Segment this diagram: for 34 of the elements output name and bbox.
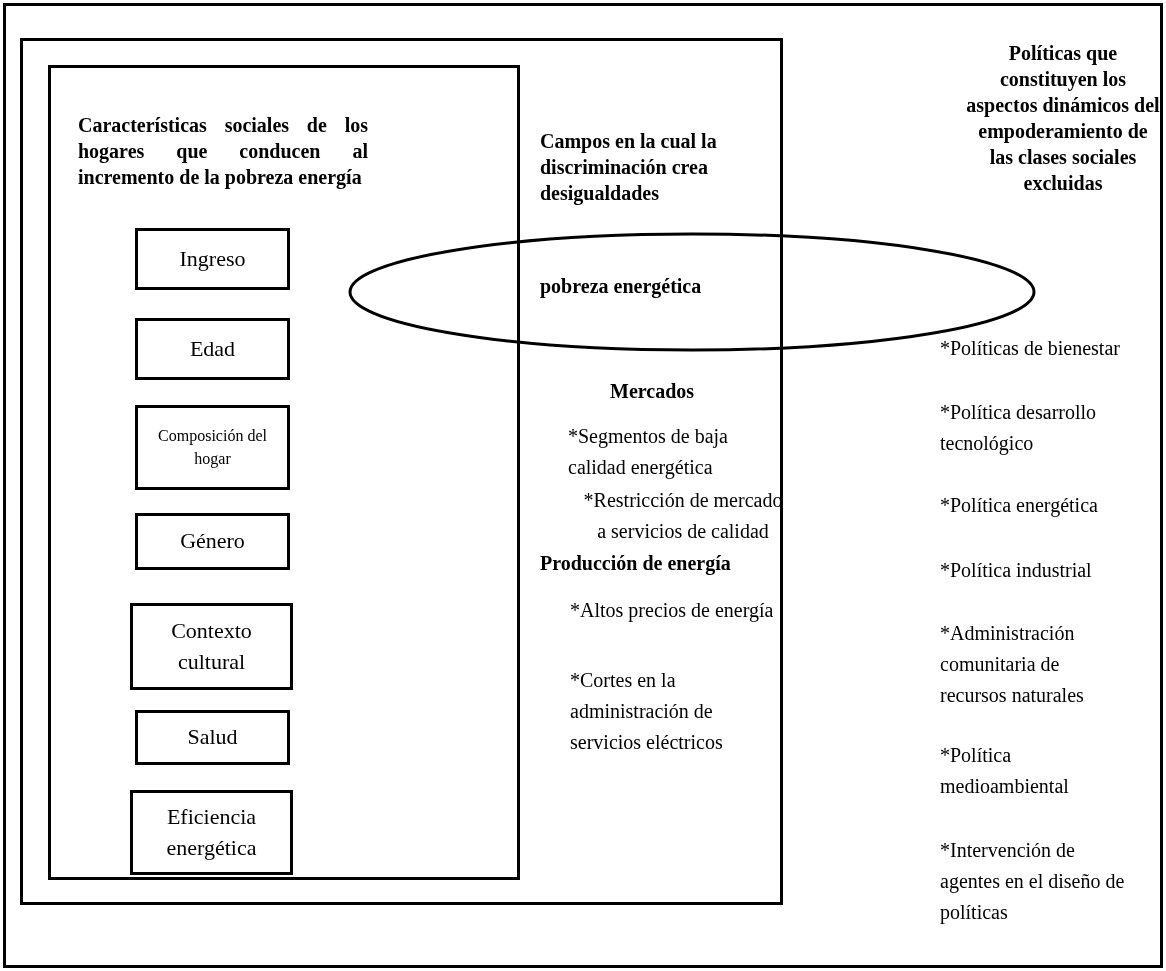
list-item: *Restricción de mercado a servicios de calidad: [582, 488, 784, 544]
heading: Campos en la cual la discriminación crea desigualdades: [540, 129, 718, 206]
list-item: *Política medioambiental: [940, 743, 1070, 799]
frame-box: [20, 38, 783, 905]
list-item: *Altos precios de energía: [570, 598, 775, 624]
list-item: *Administración comunitaria de recursos naturales: [940, 621, 1085, 708]
list-item: *Segmentos de baja calidad energética: [568, 424, 729, 481]
heading: Características sociales de los hogares que conducen al incremento de la pobreza energía: [78, 113, 368, 190]
list-item: *Intervención de agentes en el diseño de políticas: [940, 838, 1126, 926]
list-item: *Política industrial: [940, 558, 1093, 583]
frame-box: [3, 3, 1163, 968]
box-label: Eficiencia energética: [165, 802, 258, 862]
factor-box: [135, 228, 290, 290]
box-label: Salud: [187, 723, 238, 752]
list-item: *Cortes en la administración de servicios eléctricos: [570, 668, 724, 755]
factor-box: [135, 405, 290, 490]
heading: Producción de energía: [540, 551, 732, 576]
heading: Políticas que constituyen los aspectos dinámicos del empoderamiento de las clases sociales excluidas: [966, 41, 1160, 196]
factor-box: [135, 318, 290, 380]
factor-box: [135, 513, 290, 570]
ellipse-label: pobreza energética: [540, 274, 703, 299]
list-item: *Políticas de bienestar: [940, 336, 1121, 361]
box-label: Edad: [189, 334, 236, 363]
list-item: *Política desarrollo tecnológico: [940, 400, 1098, 457]
frame-box: [48, 65, 520, 880]
box-label: Composición del hogar: [157, 426, 268, 470]
factor-box: [130, 603, 293, 690]
factor-box: [135, 710, 290, 765]
list-item: *Política energética: [940, 493, 1099, 519]
box-label: Género: [180, 527, 245, 556]
factor-box: [130, 790, 293, 875]
box-label: Ingreso: [179, 244, 246, 273]
heading: Mercados: [610, 379, 696, 404]
box-label: Contexto cultural: [170, 616, 253, 676]
